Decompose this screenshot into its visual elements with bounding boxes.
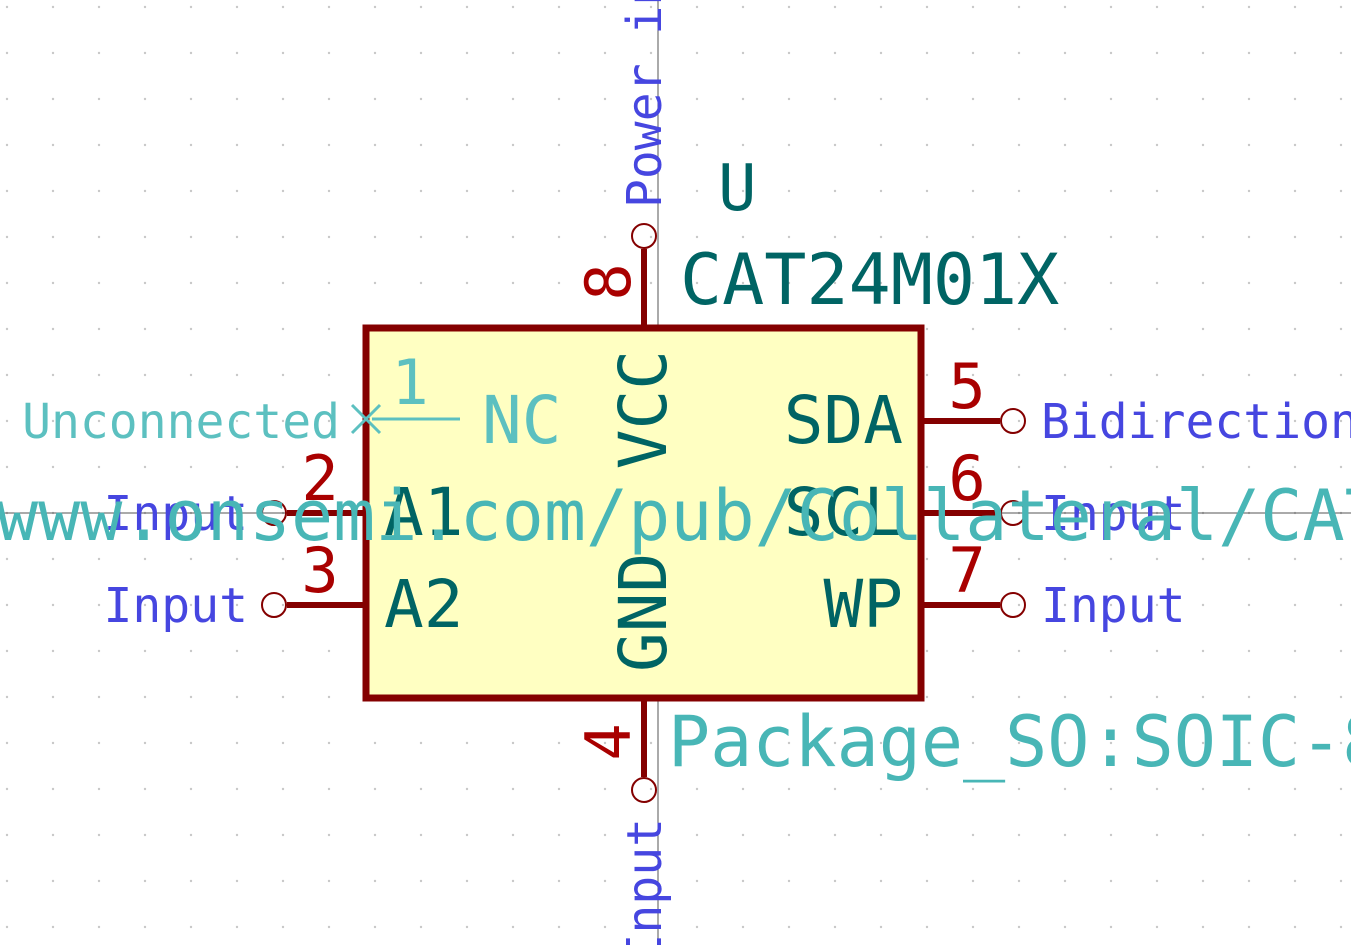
pin-7-number: 7 [948, 534, 985, 607]
pin-6-name: SCL [784, 474, 903, 551]
pin-6-number: 6 [948, 442, 985, 515]
pin-8-end-circle[interactable] [631, 223, 657, 249]
pin-7-type: Input [1041, 578, 1186, 634]
pin-5-number: 5 [948, 350, 985, 423]
pin-8-number: 8 [572, 263, 645, 300]
component-value[interactable]: CAT24M01X [680, 239, 1059, 321]
pin-4-name: GND [605, 553, 682, 672]
reference-designator[interactable]: U [718, 152, 757, 226]
pin-2-end-circle[interactable] [261, 500, 287, 526]
datasheet-field[interactable]: www.onsemi.com/pub/Collateral/CAT24M0 [0, 475, 1351, 557]
pin-3-name: A2 [384, 566, 463, 643]
pin-6-end-circle[interactable] [1000, 500, 1026, 526]
footprint-field[interactable]: Package_SO:SOIC-8 [668, 701, 1351, 783]
background-grid [5, 5, 1343, 929]
no-connect-x-icon [350, 403, 382, 435]
component-body[interactable] [362, 324, 925, 702]
pin-3-type: Input [104, 578, 249, 634]
pin-3-number: 3 [301, 534, 338, 607]
pin-6-type: Input [1041, 486, 1186, 542]
pin-1-name: NC [482, 382, 561, 459]
pin-2-type: Input [104, 486, 249, 542]
pin-2-number: 2 [301, 442, 338, 515]
pin-2-name: A1 [384, 474, 463, 551]
pin-5-name: SDA [784, 382, 903, 459]
pin-8-name: VCC [605, 350, 682, 469]
pin-4-number: 4 [572, 723, 645, 760]
pin-4-type: Input [617, 818, 673, 945]
pin-4-end-circle[interactable] [631, 777, 657, 803]
pin-8-type: Power in [617, 0, 673, 208]
pin-1-number: 1 [391, 346, 428, 419]
pin-3-end-circle[interactable] [261, 592, 287, 618]
pin-1-type: Unconnected [22, 394, 340, 450]
pin-5-end-circle[interactable] [1000, 408, 1026, 434]
pin-7-end-circle[interactable] [1000, 592, 1026, 618]
pin-5-type: Bidirectiona [1041, 394, 1351, 450]
pin-7-name: WP [824, 566, 903, 643]
